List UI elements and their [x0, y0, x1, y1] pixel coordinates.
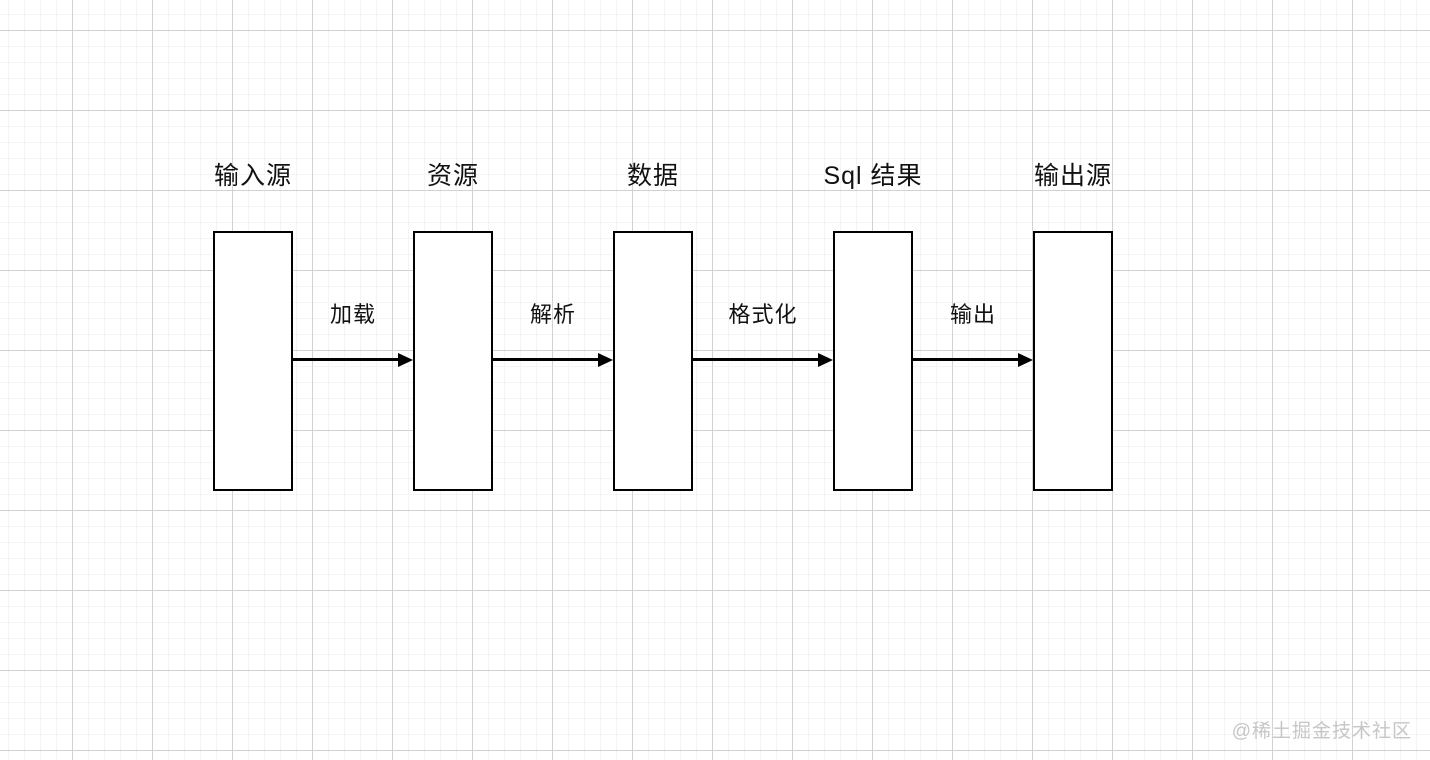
- edge-line-output: [913, 358, 1020, 361]
- edge-arrowhead-output: [1018, 352, 1033, 367]
- edge-label-format: 格式化: [728, 302, 798, 327]
- node-title-output-source: 输出源: [1033, 162, 1112, 190]
- node-box-resource: [413, 231, 493, 491]
- edge-line-format: [693, 358, 820, 361]
- node-box-input-source: [213, 231, 293, 491]
- node-title-data: 数据: [626, 162, 679, 190]
- edge-arrowhead-load: [398, 352, 413, 367]
- node-title-resource: 资源: [426, 162, 479, 190]
- watermark: @稀土掘金技术社区: [1231, 721, 1412, 742]
- node-box-sql-result: [833, 231, 913, 491]
- edge-label-output: 输出: [949, 302, 996, 327]
- edge-arrowhead-format: [818, 352, 833, 367]
- node-title-input-source: 输入源: [213, 162, 292, 190]
- edge-label-load: 加载: [329, 302, 376, 327]
- edge-line-load: [293, 358, 400, 361]
- edge-arrowhead-parse: [598, 352, 613, 367]
- node-box-output-source: [1033, 231, 1113, 491]
- edge-line-parse: [493, 358, 600, 361]
- edge-label-parse: 解析: [529, 302, 576, 327]
- node-box-data: [613, 231, 693, 491]
- node-title-sql-result: Sql 结果: [823, 162, 923, 190]
